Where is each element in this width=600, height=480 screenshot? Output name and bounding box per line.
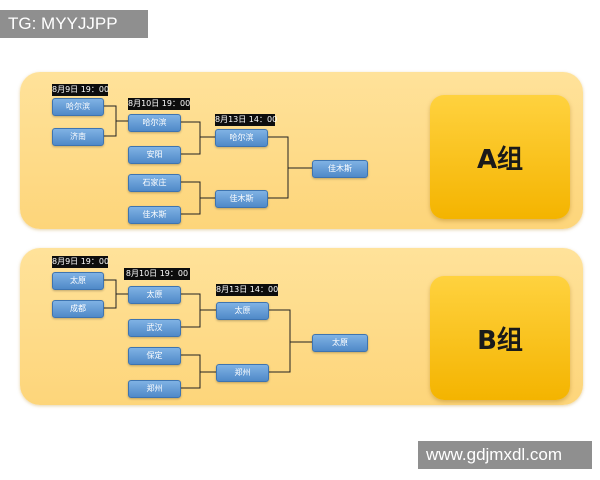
group-a-round1-team-1: 哈尔滨 xyxy=(52,98,104,116)
group-b-round2-date: 8月10日 19：00 xyxy=(124,268,190,280)
group-a-round3-team-1: 哈尔滨 xyxy=(215,129,268,147)
group-a-round2-team-4: 佳木斯 xyxy=(128,206,181,224)
group-b-round2-team-1: 太原 xyxy=(128,286,181,304)
group-b-connector-lines xyxy=(104,279,312,389)
group-a-round1-date: 8月9日 19：00 xyxy=(52,84,110,96)
group-a-round2-team-2: 安阳 xyxy=(128,146,181,164)
group-b-round2-team-2: 武汉 xyxy=(128,319,181,337)
group-a-connector-lines xyxy=(104,105,312,215)
watermark-bottom: www.gdjmxdl.com xyxy=(418,441,592,469)
group-b-round2-team-4: 郑州 xyxy=(128,380,181,398)
group-a-round3-team-2: 佳木斯 xyxy=(215,190,268,208)
group-b-round1-team-1: 太原 xyxy=(52,272,104,290)
group-b-panel: 8月9日 19：00 8月10日 19：00 8月13日 14：00 太原 成都… xyxy=(20,248,583,405)
group-b-round3-team-1: 太原 xyxy=(216,302,269,320)
group-b-round3-date: 8月13日 14：00 xyxy=(216,284,279,296)
group-b-round1-team-2: 成都 xyxy=(52,300,104,318)
group-b-label: B组 xyxy=(430,276,570,400)
group-b-round1-date: 8月9日 19：00 xyxy=(52,256,110,268)
group-b-round2-team-3: 保定 xyxy=(128,347,181,365)
group-a-label: A组 xyxy=(430,95,570,219)
group-a-round1-team-2: 济南 xyxy=(52,128,104,146)
group-a-round3-date: 8月13日 14：00 xyxy=(215,114,278,126)
group-a-round2-team-1: 哈尔滨 xyxy=(128,114,181,132)
group-a-round2-team-3: 石家庄 xyxy=(128,174,181,192)
group-b-winner: 太原 xyxy=(312,334,368,352)
group-a-round2-date: 8月10日 19：00 xyxy=(128,98,191,110)
group-a-winner: 佳木斯 xyxy=(312,160,368,178)
group-a-panel: 8月9日 19：00 8月10日 19：00 8月13日 14：00 哈尔滨 济… xyxy=(20,72,583,229)
watermark-top: TG: MYYJJPP xyxy=(0,10,148,38)
group-b-round3-team-2: 郑州 xyxy=(216,364,269,382)
